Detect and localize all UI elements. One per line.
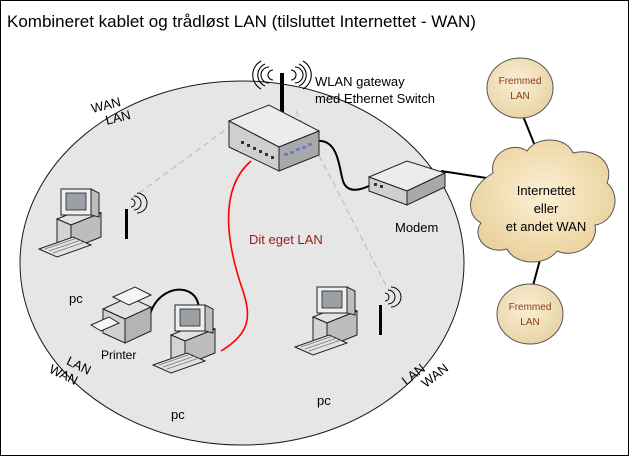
printer-label: Printer <box>101 348 136 362</box>
foreign-lan-bottom-line2: LAN <box>520 317 539 328</box>
own-lan-label: Dit eget LAN <box>249 232 323 247</box>
modem-device <box>367 160 447 206</box>
foreign-lan-top-line1: Fremmed <box>499 76 542 87</box>
internet-cloud <box>470 139 616 263</box>
printer-device <box>89 286 153 344</box>
gateway-label-line1: WLAN gateway <box>315 74 405 89</box>
boundary-top-lan: LAN <box>104 107 132 128</box>
pc-left-label: pc <box>69 291 83 306</box>
gateway-device <box>227 60 321 172</box>
pc-middle-label: pc <box>171 407 185 422</box>
boundary-label-top: WAN LAN <box>90 94 132 128</box>
pc-right-label: pc <box>317 393 331 408</box>
red-cable-own-lan <box>220 160 252 352</box>
gateway-antenna <box>280 73 284 117</box>
cable-gateway-modem <box>316 139 372 191</box>
foreign-lan-bottom <box>496 283 564 345</box>
cable-modem-internet <box>440 170 494 180</box>
pc-left <box>38 188 148 258</box>
internet-label-line1: Internettet <box>517 183 576 198</box>
wifi-signal-icon <box>252 60 312 90</box>
pc-right <box>294 286 402 356</box>
internet-label-line3: et andet WAN <box>506 219 586 234</box>
modem-label: Modem <box>395 220 438 235</box>
pc-left-antenna <box>125 209 128 239</box>
lan-area <box>19 80 465 446</box>
boundary-top-wan: WAN <box>90 94 123 116</box>
pc-right-antenna <box>379 305 382 335</box>
foreign-lan-top <box>486 57 554 119</box>
diagram-title: Kombineret kablet og trådløst LAN (tilsl… <box>7 12 476 31</box>
foreign-lan-top-line2: LAN <box>510 91 529 102</box>
internet-label-line2: eller <box>534 201 559 216</box>
gateway-label-line2: med Ethernet Switch <box>315 91 435 106</box>
foreign-lan-bottom-line1: Fremmed <box>509 302 552 313</box>
